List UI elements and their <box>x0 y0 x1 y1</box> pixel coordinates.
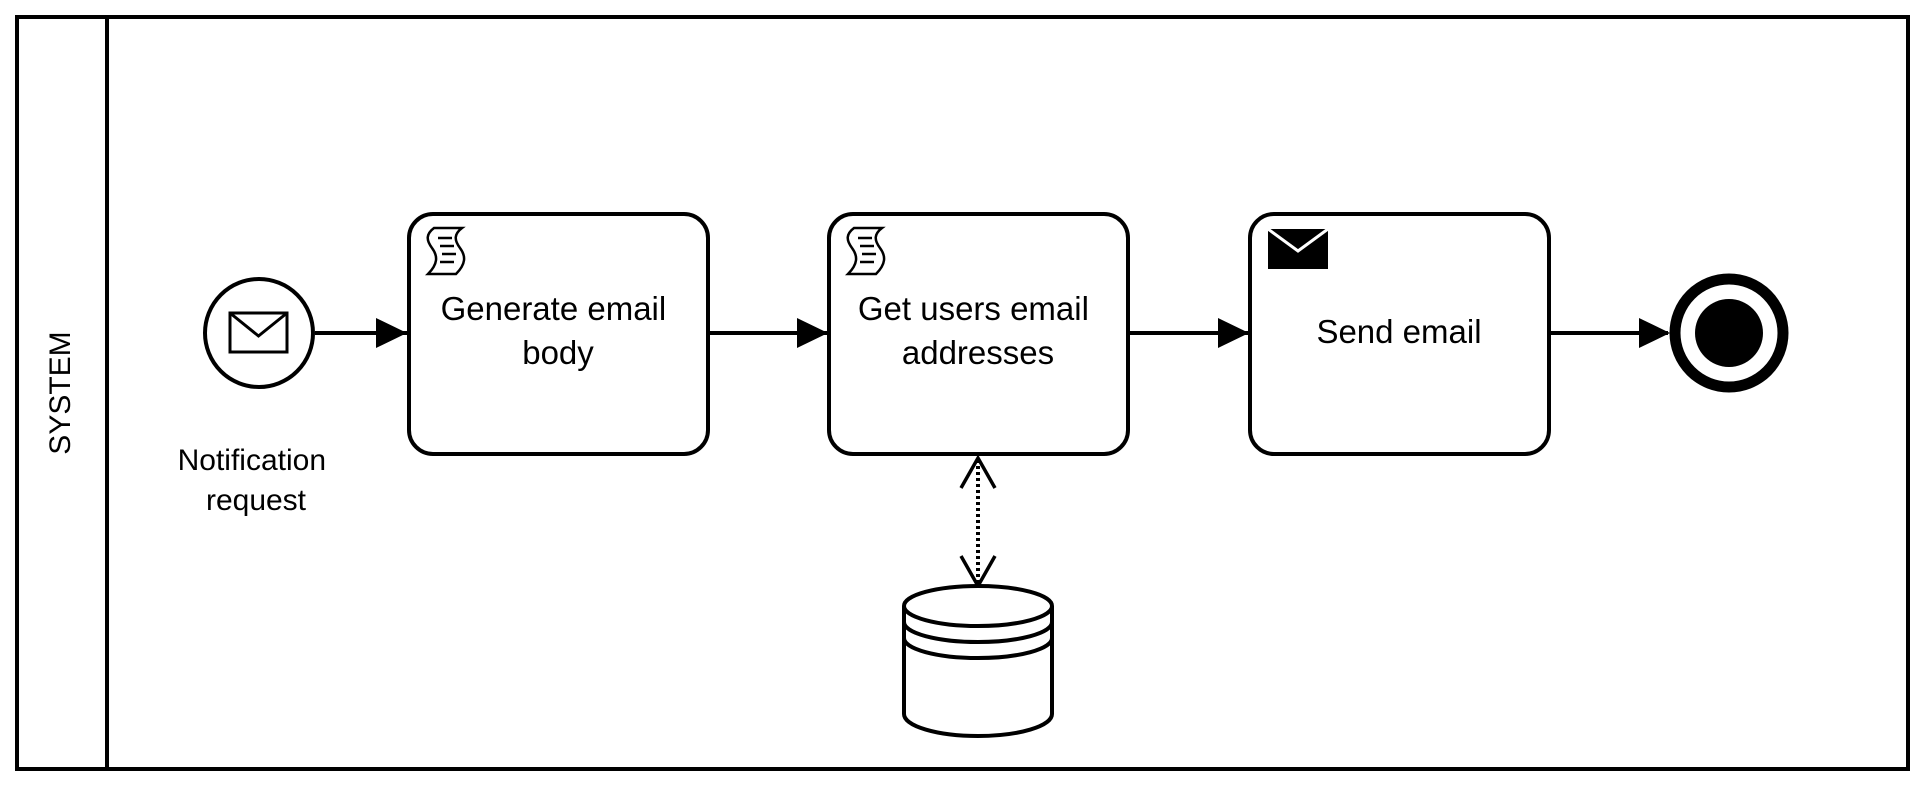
start-event-label-line2: request <box>206 484 307 517</box>
task-label-line2: addresses <box>902 334 1054 371</box>
data-store[interactable] <box>902 584 1054 738</box>
task-label-line1: Get users email <box>858 290 1089 327</box>
envelope-icon <box>228 311 289 354</box>
start-event-label-line1: Notification <box>178 444 326 477</box>
task-box[interactable] <box>1248 212 1551 456</box>
end-event[interactable] <box>1669 273 1789 393</box>
task-label: Generate email body <box>441 290 676 371</box>
lane-label: SYSTEM <box>44 331 77 454</box>
script-icon <box>844 226 886 276</box>
task-label-line1: Generate email <box>441 290 667 327</box>
start-event-label: Notification request <box>178 444 335 517</box>
end-event-inner-dot <box>1695 299 1763 367</box>
arrowhead <box>1639 318 1670 348</box>
task-label: Send email <box>1316 313 1481 350</box>
start-event[interactable]: Notification request <box>178 277 335 517</box>
database-top <box>902 584 1054 628</box>
task-get-users-email-addresses[interactable]: Get users email addresses <box>827 212 1130 456</box>
task-send-email[interactable]: Send email <box>1248 212 1551 456</box>
arrowhead <box>1218 318 1249 348</box>
task-label-line1: Send email <box>1316 313 1481 350</box>
arrowhead <box>797 318 828 348</box>
database-band <box>902 621 1054 644</box>
task-generate-email-body[interactable]: Generate email body <box>407 212 710 456</box>
sequence-flows <box>315 318 1670 348</box>
script-icon <box>424 226 466 276</box>
filled-envelope-icon <box>1267 227 1329 269</box>
task-label: Get users email addresses <box>858 290 1098 371</box>
task-label-line2: body <box>522 334 594 371</box>
task-box[interactable] <box>407 212 710 456</box>
database-band <box>902 637 1054 660</box>
arrowhead <box>376 318 407 348</box>
association-arrow-up <box>959 454 997 489</box>
task-box[interactable] <box>827 212 1130 456</box>
